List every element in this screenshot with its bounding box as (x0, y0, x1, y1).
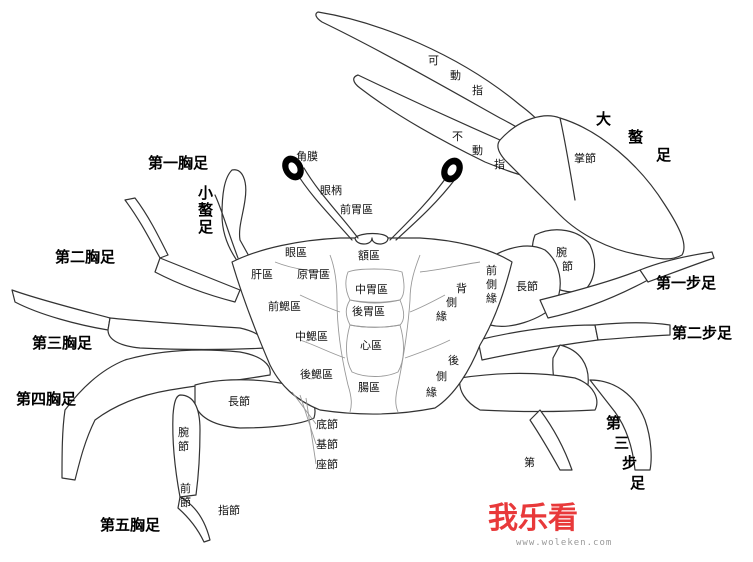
fifth-leg-merus (194, 379, 316, 429)
label-houce-2: 側 (436, 370, 447, 383)
title-first-walking: 第一步足 (656, 274, 717, 292)
title-second-walking: 第二步足 (672, 324, 733, 342)
label-equ: 額區 (358, 249, 380, 262)
title-first-thoracic: 第一胸足 (148, 154, 209, 172)
label-beice-2: 側 (446, 296, 457, 309)
label-yuanweiqu: 原胃區 (297, 268, 330, 281)
title-fourth-thoracic: 第四胸足 (16, 390, 77, 408)
title-third-walking: 第三步足 (606, 414, 646, 492)
label-yanbing: 眼柄 (320, 184, 342, 197)
label-zhijie: 指節 (218, 503, 240, 517)
label-dijie: 底節 (316, 417, 338, 431)
carapace-outline (231, 237, 513, 415)
label-qianjie-left: 前節 (180, 481, 191, 509)
title-small-claw: 小螯足 (198, 184, 214, 236)
label-zhangjie: 掌節 (574, 151, 596, 165)
label-houce: 後 側 緣 (426, 353, 463, 399)
right-walking-legs (459, 251, 715, 471)
label-qiance-3: 緣 (486, 292, 497, 305)
claw-palm (497, 115, 685, 260)
label-ganqu: 肝區 (251, 268, 273, 281)
label-yanqu: 眼區 (285, 246, 307, 259)
small-claw (221, 169, 251, 263)
label-houweiqu: 後胃區 (352, 304, 385, 318)
watermark-brand: 我乐看 (488, 501, 578, 536)
label-houxiaiqu: 後鰓區 (300, 367, 333, 381)
carapace (231, 232, 513, 415)
label-wanjie-right: 腕節 (556, 245, 573, 273)
region-labels: 角膜 眼柄 前胃區 眼區 額區 肝區 原胃區 中胃區 前鰓區 後胃區 中鰓區 心… (178, 54, 596, 517)
label-zuojie: 座節 (316, 457, 338, 471)
label-houce-1: 後 (448, 353, 459, 367)
label-zhongxiaiqu: 中鰓區 (295, 330, 328, 343)
watermark: 我乐看 www.woleken.com (488, 501, 612, 548)
label-cut-text: 第 (524, 455, 535, 469)
title-big-claw: 大螯足 (596, 110, 672, 164)
label-changqu: 腸區 (358, 381, 380, 394)
fifth-leg-dactyl (177, 496, 211, 543)
title-fifth-thoracic: 第五胸足 (100, 516, 161, 534)
label-wanjie-left: 腕節 (178, 425, 189, 453)
eyestalks (282, 155, 463, 241)
label-beice-3: 緣 (436, 310, 447, 323)
label-qianweiqu-top: 前胃區 (340, 202, 373, 216)
leg-titles: 第一胸足 小螯足 第二胸足 第三胸足 第四胸足 第五胸足 大螯足 第一步足 第二… (16, 110, 733, 534)
label-qiance-1: 前 (486, 263, 497, 277)
label-beice-1: 背 (456, 281, 467, 295)
title-second-thoracic: 第二胸足 (55, 248, 116, 266)
label-budongzhi: 不動指 (452, 130, 505, 171)
label-beice: 背 側 緣 (436, 281, 471, 323)
fixed-finger (353, 74, 541, 179)
label-qiance-2: 側 (486, 278, 497, 291)
label-jijie: 基節 (316, 437, 338, 451)
label-changjie-right: 長節 (516, 279, 538, 293)
title-third-thoracic: 第三胸足 (32, 334, 93, 352)
left-legs (11, 169, 316, 543)
label-qiance: 前 側 緣 (486, 263, 501, 305)
label-changjie-left: 長節 (228, 394, 250, 408)
label-kedongzhi: 可動指 (428, 54, 483, 97)
label-houce-3: 緣 (426, 386, 437, 399)
label-qianxiaiqu: 前鰓區 (268, 299, 301, 313)
label-xinqu: 心區 (360, 339, 382, 352)
label-zhongweiqu: 中胃區 (355, 283, 388, 296)
label-jiaomo: 角膜 (296, 150, 318, 163)
watermark-url: www.woleken.com (516, 538, 612, 548)
